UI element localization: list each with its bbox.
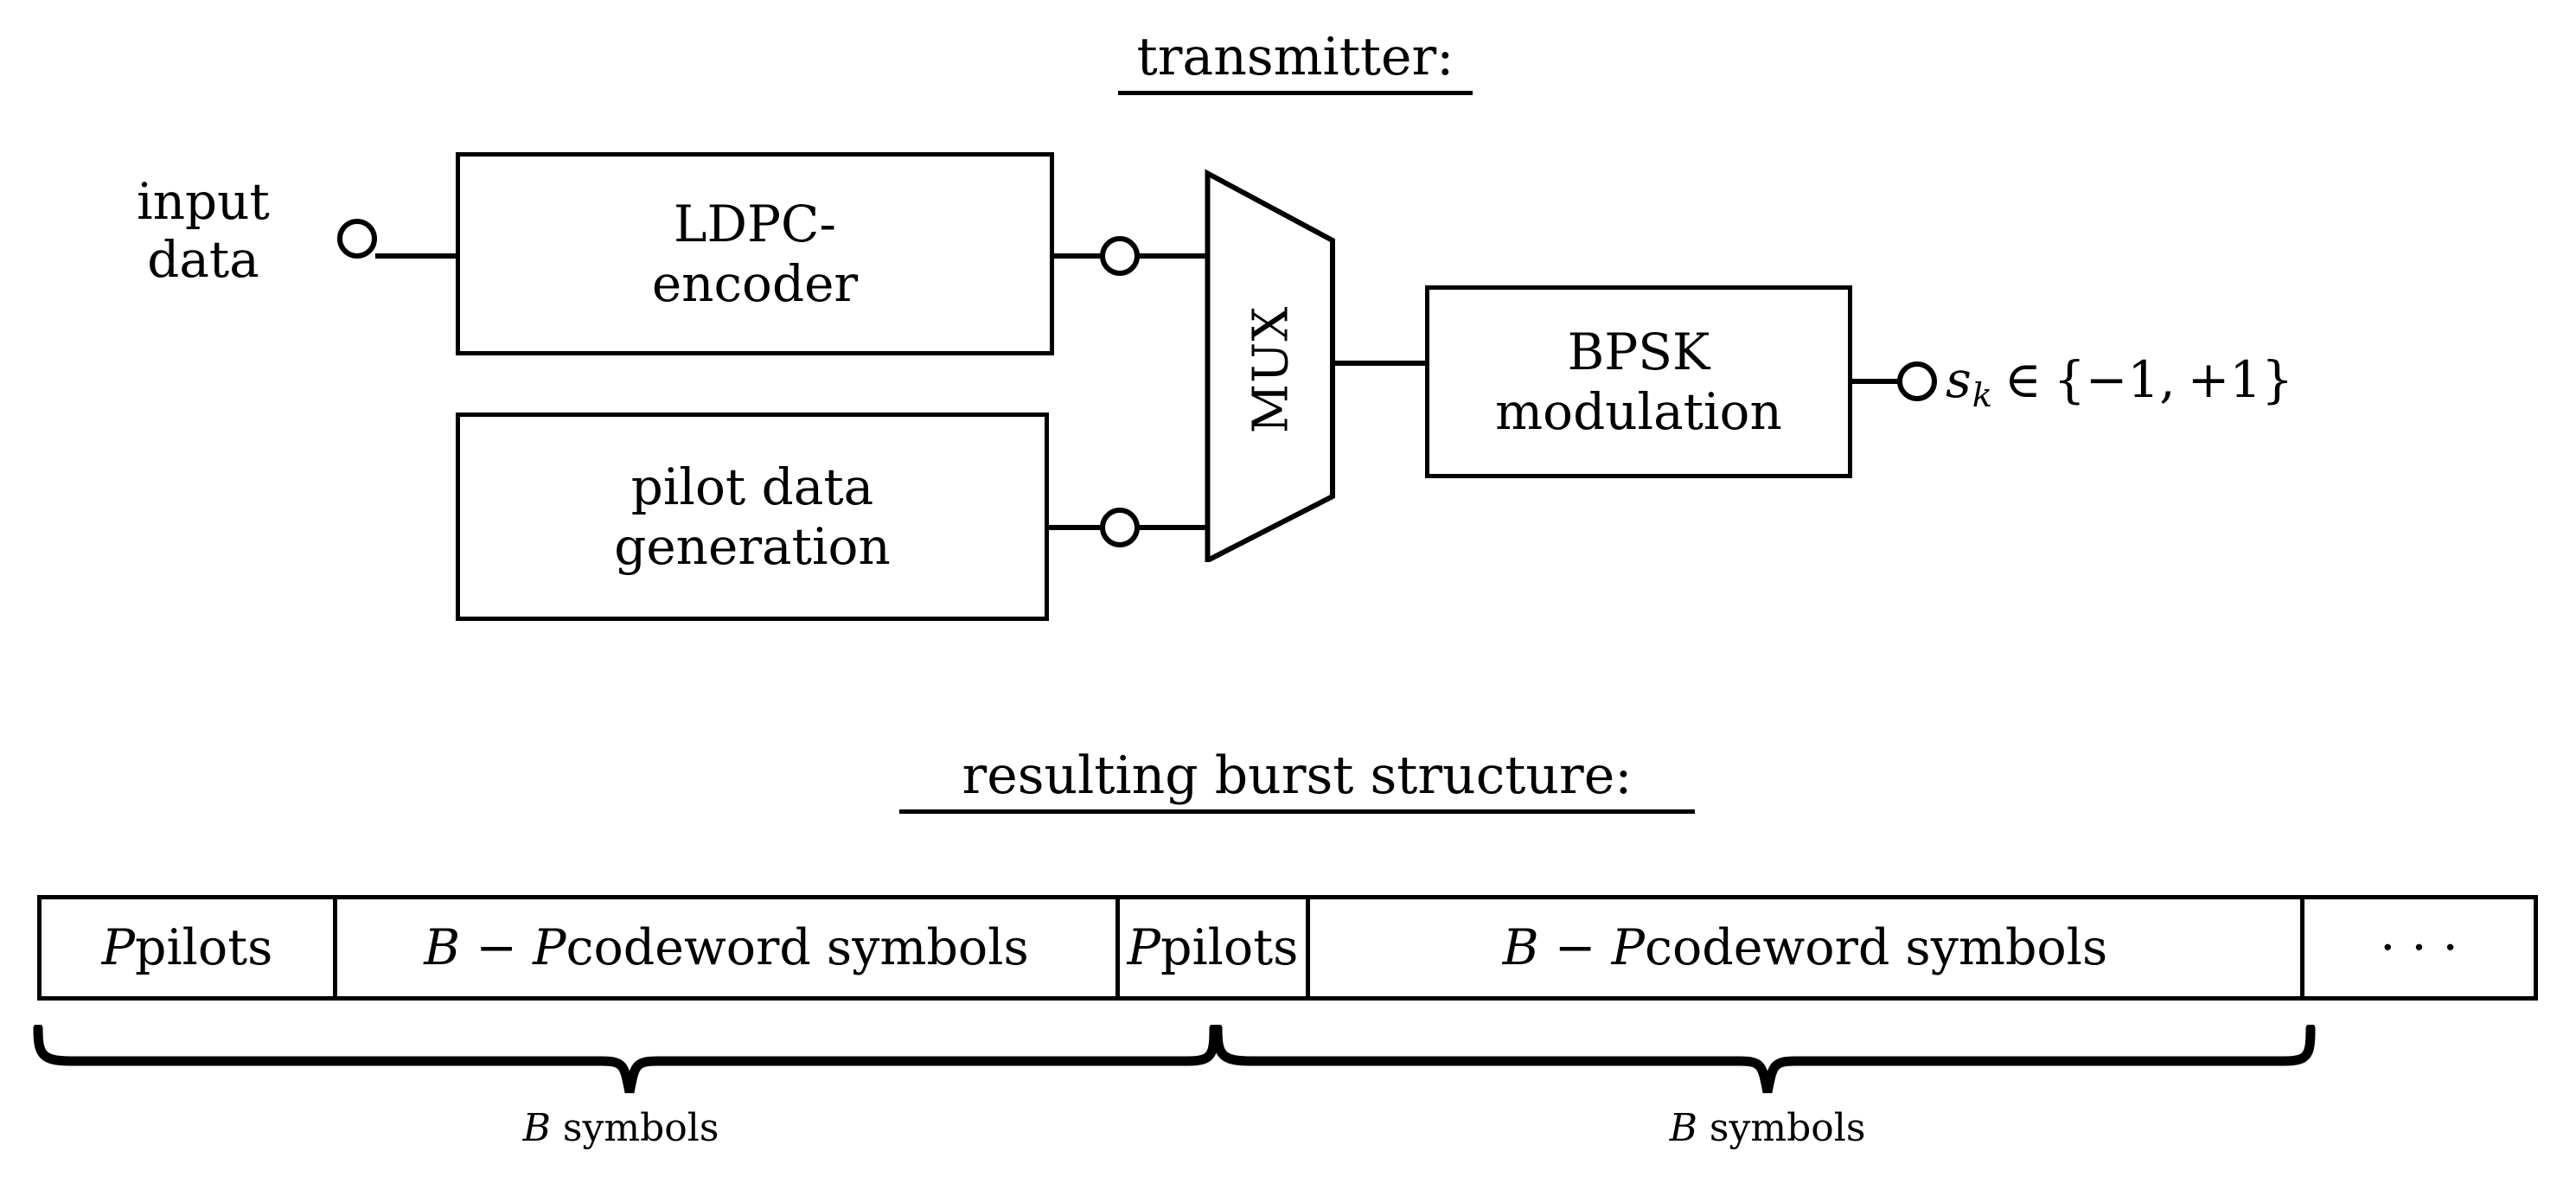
output-symbol-s: s [1946, 350, 1972, 409]
burst-cell-pilots-2: P pilots [1120, 899, 1310, 996]
output-relation-in: ∈ [2004, 350, 2042, 409]
burst-cell-codeword-2-var: B − P [1502, 918, 1646, 976]
wire-pilot-to-node [1045, 525, 1103, 530]
pilot-data-line2: generation [614, 516, 891, 576]
burst-cell-codeword-1-var: B − P [424, 918, 566, 976]
brace-1 [31, 1023, 1219, 1098]
wire-mux-to-bpsk [1330, 361, 1429, 366]
burst-cell-ellipsis: · · · [2304, 899, 2534, 996]
brace-2-label: B symbols [1603, 1109, 1932, 1148]
output-set-close: } [2261, 350, 2294, 409]
ldpc-encoder-block: LDPC- encoder [456, 152, 1054, 355]
pilot-output-node-circle [1100, 508, 1140, 547]
input-data-label-line2: data [147, 230, 259, 290]
brace-2 [1211, 1023, 2316, 1098]
burst-cell-pilots-1: P pilots [42, 899, 337, 996]
brace-1-path [33, 1023, 1219, 1094]
wire-bpsk-to-output-node [1849, 379, 1901, 384]
ldpc-encoder-line2: encoder [651, 253, 859, 313]
brace-1-label-text: symbols [550, 1106, 719, 1150]
ldpc-output-node-circle [1100, 236, 1140, 276]
wire-node-to-mux-input-2 [1138, 525, 1209, 530]
brace-2-label-var: B [1669, 1106, 1697, 1150]
bpsk-line1: BPSK [1567, 323, 1710, 382]
bpsk-modulation-block: BPSK modulation [1425, 285, 1852, 478]
input-data-label: input data [99, 172, 307, 290]
output-set-open: { [2053, 350, 2086, 409]
mux-label: MUX [1243, 305, 1300, 434]
ellipsis-glyph: · · · [2380, 918, 2458, 976]
burst-structure-title: resulting burst structure: [899, 750, 1695, 814]
burst-cell-pilots-2-var: P [1127, 918, 1160, 976]
bpsk-output-node-circle [1897, 361, 1937, 401]
brace-1-svg [33, 1023, 1219, 1094]
input-data-label-line1: input [137, 172, 270, 231]
brace-1-label-var: B [522, 1106, 551, 1150]
burst-cell-codeword-1: B − P codeword symbols [337, 899, 1120, 996]
wire-input-to-ldpc [375, 253, 457, 259]
brace-2-path [1212, 1023, 2316, 1094]
pilot-data-line1: pilot data [630, 457, 874, 517]
burst-cell-codeword-1-text: codeword symbols [566, 918, 1029, 976]
brace-1-label: B symbols [457, 1109, 785, 1148]
wire-node-to-mux-input-1 [1138, 253, 1209, 259]
burst-cell-codeword-2: B − P codeword symbols [1310, 899, 2304, 996]
transmitter-title: transmitter: [1118, 31, 1473, 95]
brace-2-label-text: symbols [1697, 1106, 1866, 1150]
pilot-data-generation-block: pilot data generation [456, 412, 1049, 621]
output-symbol-subscript: k [1972, 376, 1992, 416]
ldpc-encoder-line1: LDPC- [673, 195, 837, 254]
burst-cell-pilots-2-text: pilots [1160, 918, 1299, 976]
wire-ldpc-to-node [1050, 253, 1103, 259]
output-symbol-expression: sk∈{−1,+1} [1946, 355, 2293, 413]
brace-2-svg [1212, 1023, 2316, 1094]
burst-structure-bar: P pilots B − P codeword symbols P pilots… [37, 895, 2538, 1001]
burst-cell-pilots-1-var: P [101, 918, 135, 976]
bpsk-line2: modulation [1495, 381, 1782, 441]
output-value-negative: −1 [2085, 350, 2160, 409]
output-value-positive: +1 [2187, 350, 2262, 409]
input-node-circle [337, 219, 377, 259]
burst-cell-pilots-1-text: pilots [134, 918, 273, 976]
output-separator: , [2159, 350, 2176, 409]
burst-cell-codeword-2-text: codeword symbols [1645, 918, 2108, 976]
